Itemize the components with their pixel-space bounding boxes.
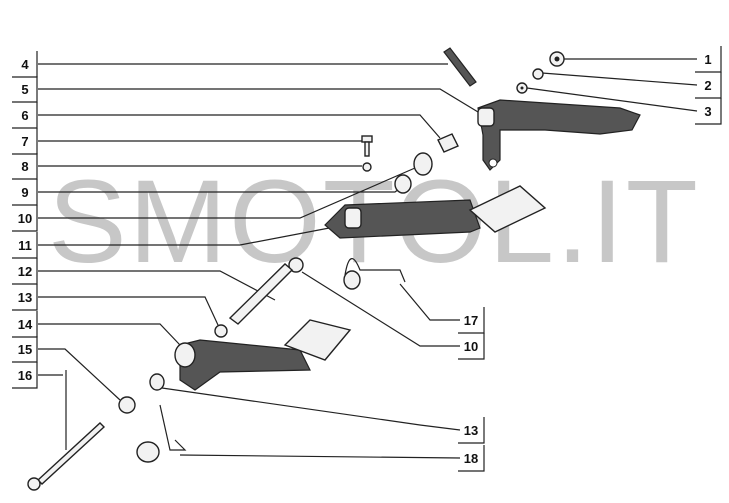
callout-number-4: 4 [21,57,29,72]
bolt [361,135,373,172]
callout-number-11: 11 [18,238,32,253]
small-circlip [214,324,228,338]
callout-number-6: 6 [21,108,28,123]
pin [443,47,477,87]
leader-line [38,348,121,401]
leader-line [301,271,460,347]
callout-bracket [695,98,722,125]
leader-line [541,72,698,86]
callout-number-12: 12 [18,264,32,279]
callout-bracket [458,445,485,472]
washer [516,82,528,94]
circlip [532,68,544,80]
leader-line [38,224,346,246]
callout-number-8: 8 [21,159,28,174]
leader-line [38,114,441,139]
callout-number-5: 5 [21,82,28,97]
leader-lines [38,58,698,459]
callout-bracket [458,417,485,444]
leader-line [161,387,461,431]
callout-number-2: 2 [704,78,711,93]
leader-line [38,88,484,116]
small-bushing [288,257,304,273]
callout-number-7: 7 [21,134,28,149]
callout-bracket [12,205,38,232]
callout-number-14: 14 [18,317,33,332]
leader-line [179,454,461,459]
callout-number-13: 13 [18,290,32,305]
callout-number-17: 17 [464,313,478,328]
leader-line [526,87,698,112]
return-spring [136,404,187,463]
bushing [437,133,459,153]
leader-line [38,296,219,326]
callout-number-10: 10 [18,211,32,226]
callout-bracket [12,362,38,389]
callout-number-18: 18 [464,451,478,466]
callout-number-3: 3 [704,104,711,119]
spring [343,258,406,290]
lower-washer [118,373,165,414]
lower-pedal [174,319,352,391]
callout-bracket [12,284,38,311]
leader-line [38,167,416,219]
callout-number-13: 13 [464,423,478,438]
callout-number-9: 9 [21,185,28,200]
leader-line [399,283,460,321]
upper-pedal [477,99,641,171]
spacer-ring [394,152,433,194]
callout-number-15: 15 [18,342,32,357]
callout-number-1: 1 [704,52,711,67]
leader-line [38,270,276,301]
callout-number-10: 10 [464,339,478,354]
leader-line [38,323,181,346]
callout-bracket [458,333,485,360]
callout-number-16: 16 [18,368,32,383]
long-bolt [27,422,106,491]
shaft [228,263,294,325]
middle-pedal [324,185,547,239]
leader-line [38,370,67,450]
nut [549,51,565,67]
